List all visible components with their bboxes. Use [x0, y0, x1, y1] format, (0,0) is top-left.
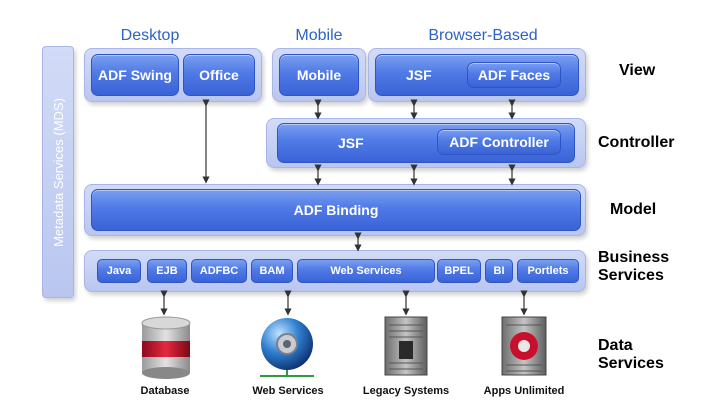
adf-faces-box: ADF Faces: [467, 62, 561, 88]
business-services-panel: Java EJB ADFBC BAM Web Services BPEL BI …: [84, 250, 586, 292]
business-bam-box: BAM: [251, 259, 293, 283]
controller-jsf-label: JSF: [338, 134, 364, 151]
business-web-services-box: Web Services: [297, 259, 435, 283]
adf-binding-box: ADF Binding: [91, 189, 581, 231]
web-services-globe-icon: [260, 318, 314, 377]
category-browser-based: Browser-Based: [428, 27, 538, 44]
adf-swing-box: ADF Swing: [91, 54, 179, 96]
browser-view-panel: JSF ADF Faces: [368, 48, 586, 102]
layer-controller: Controller: [598, 134, 675, 151]
mobile-box: Mobile: [279, 54, 359, 96]
model-panel: ADF Binding: [84, 184, 586, 236]
layer-model: Model: [610, 201, 657, 218]
database-icon: [141, 316, 191, 379]
business-bpel-box: BPEL: [437, 259, 481, 283]
business-portlets-box: Portlets: [517, 259, 579, 283]
adf-controller-box: ADF Controller: [437, 129, 561, 155]
layer-data-services: Data Services: [598, 337, 664, 372]
business-ejb-box: EJB: [147, 259, 187, 283]
category-desktop: Desktop: [120, 27, 180, 44]
controller-panel: JSF ADF Controller: [266, 118, 586, 168]
category-mobile: Mobile: [295, 27, 343, 44]
data-service-apps-unlimited-label: Apps Unlimited: [483, 385, 565, 397]
business-java-box: Java: [97, 259, 141, 283]
business-adfbc-box: ADFBC: [191, 259, 247, 283]
data-service-web-services-label: Web Services: [252, 385, 324, 397]
view-jsf-label: JSF: [406, 66, 432, 83]
desktop-view-panel: ADF Swing Office: [84, 48, 262, 102]
data-service-legacy-systems-label: Legacy Systems: [362, 385, 450, 397]
business-bi-box: BI: [485, 259, 513, 283]
layer-business-services: Business Services: [598, 249, 720, 284]
apps-unlimited-server-icon: [501, 316, 547, 376]
metadata-services-bar: Metadata Services (MDS): [42, 46, 74, 298]
data-service-database-label: Database: [140, 385, 190, 397]
office-box: Office: [183, 54, 255, 96]
layer-view: View: [619, 62, 656, 79]
layer-business-services-label: Business Services: [598, 249, 670, 284]
legacy-systems-server-icon: [384, 316, 428, 376]
mobile-view-panel: Mobile: [272, 48, 366, 102]
